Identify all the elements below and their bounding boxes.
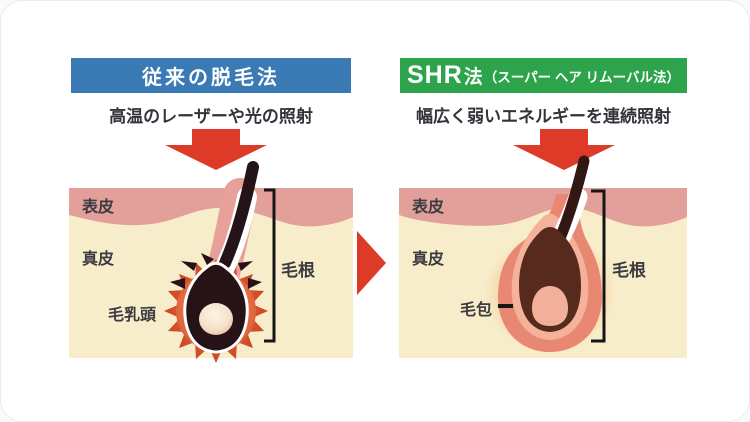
bulb-burrs-left (170, 253, 262, 289)
root-bracket-right (591, 189, 606, 343)
label-dermis-left: 真皮 (82, 251, 115, 268)
label-dermis-right: 真皮 (412, 251, 445, 268)
root-bracket-left (264, 188, 276, 343)
label-follicle: 毛包 (460, 302, 493, 319)
label-epidermis-right: 表皮 (412, 199, 445, 216)
method-header-conventional-label: 従来の脱毛法 (142, 67, 280, 89)
transition-arrow-icon (357, 231, 386, 295)
epidermis-layer-right (399, 188, 687, 227)
label-root-right: 毛根 (612, 261, 646, 280)
hair-shaft-left (219, 161, 259, 269)
hair-shaft-right (555, 155, 590, 242)
skin-diagram-left (69, 161, 353, 363)
shr-brand-label: SHR (406, 61, 463, 89)
label-epidermis-left: 表皮 (82, 199, 115, 216)
shr-suffix-label: 法 (463, 67, 483, 88)
method-header-conventional: 従来の脱毛法 (71, 58, 351, 93)
shr-paren-label: （スーパー ヘア リムーバル法） (483, 69, 681, 85)
skin-diagram-right (399, 155, 687, 358)
down-arrow-icon-left (165, 129, 267, 170)
epidermis-layer-left (69, 188, 353, 227)
bulb-dome-right (532, 286, 568, 326)
papilla-ball (199, 303, 233, 335)
label-root-left: 毛根 (281, 261, 315, 280)
label-papilla: 毛乳頭 (108, 307, 157, 324)
down-arrow-icon-right (513, 129, 615, 170)
subtitle-shr: 幅広く弱いエネルギーを連続照射 (416, 107, 671, 126)
subtitle-conventional: 高温のレーザーや光の照射 (109, 107, 313, 126)
